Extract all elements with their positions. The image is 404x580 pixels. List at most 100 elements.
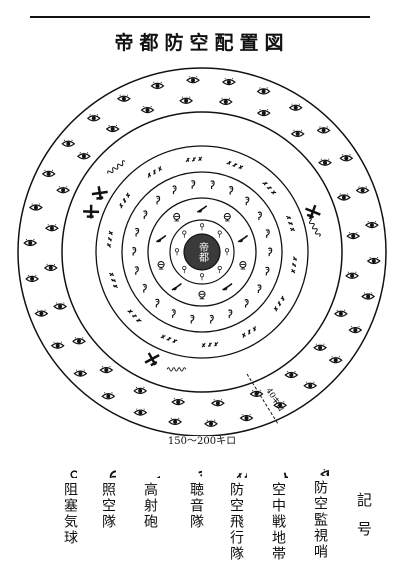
eye-icon bbox=[257, 87, 271, 95]
eye-icon bbox=[53, 302, 67, 310]
balloon-icon bbox=[199, 223, 205, 231]
artillery-icon bbox=[196, 204, 208, 214]
eye-icon bbox=[42, 169, 56, 177]
searchlight-icon bbox=[223, 212, 231, 222]
artillery-icon bbox=[221, 282, 233, 292]
legend-item-artillery: 高射砲 bbox=[138, 462, 162, 530]
eye-icon bbox=[73, 369, 88, 377]
eye-icon bbox=[87, 114, 101, 122]
legend-label: 防空飛行隊 bbox=[228, 482, 244, 562]
artillery-icon bbox=[155, 234, 167, 244]
eye-icon bbox=[222, 78, 236, 86]
eye-icon bbox=[25, 274, 39, 282]
listening-icon bbox=[142, 210, 148, 220]
aircraft-squadron-icon bbox=[226, 159, 244, 171]
eye-icon bbox=[56, 186, 70, 194]
legend-item-observation: 防空監視哨 bbox=[308, 462, 332, 560]
outer-ring bbox=[17, 67, 387, 436]
aerial-combat-icon bbox=[141, 348, 164, 370]
listening-icon bbox=[209, 314, 214, 325]
eye-icon bbox=[311, 462, 329, 476]
eye-icon bbox=[211, 399, 225, 407]
eye-icon bbox=[101, 392, 115, 400]
eye-icon bbox=[361, 292, 375, 300]
rings bbox=[17, 67, 387, 436]
eye-icon bbox=[179, 96, 193, 104]
range-label: 150〜200キロ bbox=[167, 436, 237, 447]
eye-icon bbox=[72, 337, 86, 345]
balloon-icon bbox=[217, 265, 222, 274]
listening-icon bbox=[267, 247, 273, 257]
eye-icon bbox=[219, 97, 233, 106]
listening-icon bbox=[244, 298, 249, 309]
eye-icon bbox=[365, 221, 379, 229]
balloon-icon bbox=[63, 462, 77, 478]
eye-icon bbox=[348, 326, 362, 334]
capital-label: 帝都 bbox=[197, 241, 209, 263]
aircraft-squadron-icon bbox=[285, 214, 296, 233]
legend-label: 聴音隊 bbox=[188, 482, 204, 530]
legend-item-squadron: 防空飛行隊 bbox=[224, 462, 248, 562]
artillery-icon bbox=[237, 234, 249, 244]
aircraft-squadron-icon bbox=[127, 308, 142, 324]
aerial-combat-icon bbox=[90, 185, 109, 201]
flight-trail-icon bbox=[106, 159, 127, 176]
eye-icon bbox=[168, 417, 182, 425]
combat-zone-ring bbox=[95, 145, 309, 359]
squadron-ring bbox=[121, 171, 283, 333]
eye-icon bbox=[329, 356, 343, 364]
aircraft-squadron-icon bbox=[117, 192, 132, 209]
aerial-combat-icon bbox=[268, 462, 288, 478]
legend-label: 照空隊 bbox=[100, 482, 116, 530]
legend-item-searchlight: 照空隊 bbox=[96, 462, 120, 530]
eye-icon bbox=[99, 366, 113, 374]
listening-icon bbox=[134, 227, 140, 238]
eye-icon bbox=[367, 257, 381, 265]
eye-icon bbox=[150, 81, 165, 90]
legend-label: 阻塞気球 bbox=[62, 482, 78, 546]
listening-icon bbox=[172, 185, 177, 195]
artillery-icon bbox=[171, 282, 183, 292]
legend-item-balloon: 阻塞気球 bbox=[58, 462, 82, 546]
searchlight-icon bbox=[198, 290, 206, 300]
searchlight-icon bbox=[173, 212, 181, 222]
legend-label: 防空監視哨 bbox=[312, 480, 328, 560]
aerial-combat-icon bbox=[80, 202, 102, 221]
eye-icon bbox=[334, 309, 348, 317]
aircraft-squadron-icon bbox=[146, 165, 163, 179]
balloon-icon bbox=[174, 248, 180, 256]
listening-icon bbox=[134, 266, 139, 276]
listening-icon bbox=[244, 196, 250, 206]
eye-icon bbox=[61, 139, 75, 147]
aircraft-squadron-icon bbox=[201, 341, 219, 348]
eye-icon bbox=[239, 414, 254, 422]
balloon-icon bbox=[199, 273, 205, 281]
listening-icon bbox=[190, 462, 202, 478]
eye-icon bbox=[204, 419, 218, 427]
aircraft-squadron-icon bbox=[290, 256, 298, 274]
eye-icon bbox=[313, 343, 327, 351]
eye-icon bbox=[303, 381, 317, 389]
capital-disk bbox=[183, 233, 221, 271]
searchlight-icon bbox=[100, 462, 116, 478]
listening-icon bbox=[210, 180, 215, 190]
balloon-icon bbox=[182, 265, 187, 274]
listening-icon bbox=[265, 229, 270, 239]
eye-icon bbox=[356, 186, 370, 194]
balloon-ring bbox=[169, 219, 235, 285]
eye-icon bbox=[291, 129, 305, 137]
balloon-icon bbox=[182, 230, 187, 239]
listening-icon bbox=[154, 298, 160, 308]
balloon-icon bbox=[217, 230, 222, 239]
page-title: 帝都防空配置図 bbox=[114, 32, 290, 54]
eye-icon bbox=[345, 271, 359, 279]
listening-icon bbox=[131, 246, 137, 257]
eye-icon bbox=[29, 203, 43, 211]
balloon-icon bbox=[224, 248, 230, 256]
legend-label: 高射砲 bbox=[142, 482, 158, 530]
eye-icon bbox=[317, 126, 331, 134]
flight-trail-icon bbox=[306, 216, 322, 238]
aircraft-squadron-icon bbox=[185, 156, 203, 163]
aircraft-squadron-icon bbox=[106, 230, 114, 249]
eye-icon bbox=[171, 398, 185, 406]
